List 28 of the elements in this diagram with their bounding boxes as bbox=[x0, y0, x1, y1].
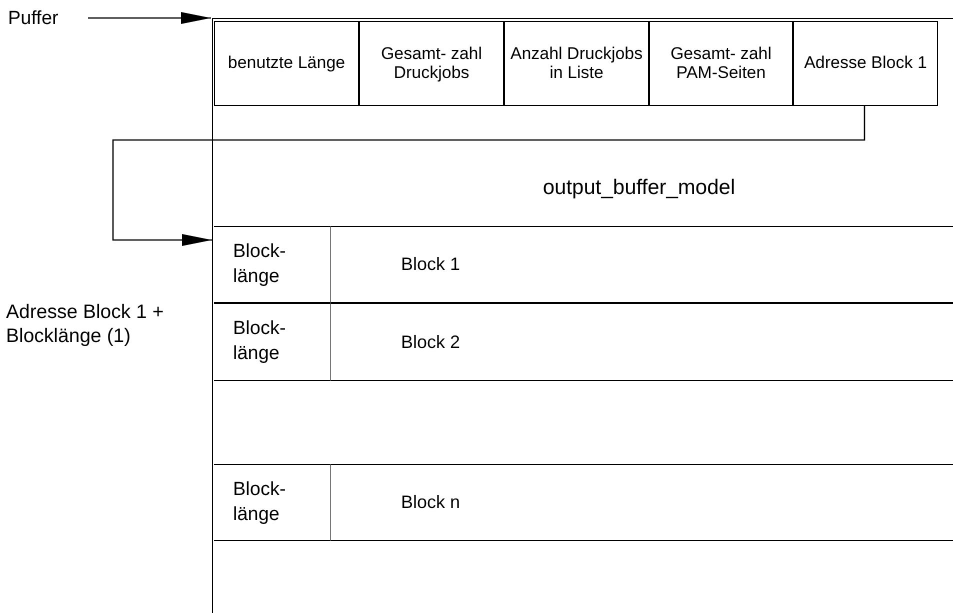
length-cell bbox=[214, 226, 331, 303]
field-name: benutzte Länge bbox=[228, 54, 346, 73]
length-name: Block- länge bbox=[233, 317, 287, 366]
block-cell bbox=[331, 303, 953, 381]
header-cell bbox=[359, 21, 504, 106]
block-cell bbox=[331, 226, 953, 303]
block-cell bbox=[331, 464, 953, 541]
buffer-outline bbox=[212, 18, 953, 613]
length-name: Block- länge bbox=[233, 240, 287, 288]
field-name: Adresse Block 1 bbox=[804, 54, 927, 73]
address-note: Adresse Block 1 + Blocklänge (1) bbox=[6, 300, 165, 349]
block-name: Block n bbox=[401, 492, 460, 513]
field-name: Gesamt- zahl Druckjobs bbox=[380, 45, 484, 82]
length-name: Block- länge bbox=[233, 478, 287, 526]
header-cell bbox=[793, 21, 938, 106]
arrow bbox=[88, 12, 211, 24]
arrow bbox=[112, 105, 866, 246]
header-cell bbox=[649, 21, 793, 106]
buffer-name: Puffer bbox=[8, 8, 58, 30]
length-cell bbox=[214, 464, 331, 541]
length-cell bbox=[214, 303, 331, 381]
header-cell bbox=[214, 21, 359, 106]
block-name: Block 2 bbox=[401, 332, 460, 352]
header-cell bbox=[504, 21, 649, 106]
field-name: Gesamt- zahl PAM-Seiten bbox=[669, 45, 773, 82]
block-name: Block 1 bbox=[401, 254, 460, 275]
field-name: Anzahl Druckjobs in Liste bbox=[509, 45, 644, 82]
model-name: output_buffer_model bbox=[542, 176, 736, 200]
